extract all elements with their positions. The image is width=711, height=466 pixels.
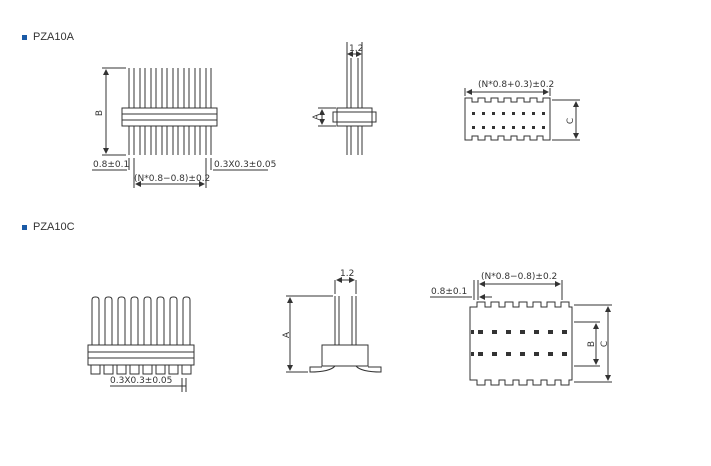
pza10a-end-housing bbox=[336, 107, 373, 127]
pza10a-dim-c: C bbox=[566, 118, 576, 124]
pza10a-dim-body-length: (N*0.8+0.3)±0.2 bbox=[478, 80, 554, 90]
pza10c-dim-pin-size: 0.3X0.3±0.05 bbox=[110, 376, 172, 386]
bullet-icon bbox=[22, 224, 27, 230]
pza10a-dim-a: A bbox=[312, 113, 322, 120]
bullet-icon bbox=[22, 34, 27, 40]
pza10a-top-view bbox=[464, 88, 580, 141]
section-title-pza10a: PZA10A bbox=[22, 31, 74, 43]
pza10c-side-housing bbox=[87, 344, 195, 366]
pza10c-dim-b: B bbox=[587, 341, 597, 347]
pza10a-dim-pitch-span: (N*0.8−0.8)±0.2 bbox=[134, 174, 210, 184]
pza10a-top-pin-grid bbox=[472, 112, 545, 129]
pza10c-dim-row-pitch: 1.2 bbox=[340, 269, 354, 279]
section-title-text: PZA10A bbox=[33, 31, 74, 43]
pza10c-top-view bbox=[430, 280, 612, 386]
section-title-pza10c: PZA10C bbox=[22, 221, 75, 233]
pza10a-dim-row-pitch: 1.2 bbox=[349, 44, 363, 54]
pza10a-dim-pitch: 0.8±0.1 bbox=[93, 160, 129, 170]
pza10c-side-pins bbox=[91, 296, 191, 345]
pza10c-dim-a: A bbox=[282, 331, 292, 338]
pza10c-dim-c: C bbox=[600, 341, 610, 347]
pza10a-side-housing bbox=[121, 107, 218, 127]
pza10c-top-pin-grid bbox=[471, 330, 567, 356]
pza10a-side-view bbox=[92, 67, 268, 188]
pza10a-dim-pin-size: 0.3X0.3±0.05 bbox=[214, 160, 276, 170]
section-title-text: PZA10C bbox=[33, 221, 75, 233]
pza10a-top-outline bbox=[464, 97, 551, 141]
pza10c-end-view bbox=[286, 277, 382, 373]
pza10a-dim-b: B bbox=[95, 110, 105, 116]
pza10c-top-outline bbox=[469, 301, 573, 386]
pza10c-dim-pitch: 0.8±0.1 bbox=[431, 287, 467, 297]
pza10c-side-view bbox=[87, 296, 195, 392]
pza10a-end-view bbox=[318, 42, 377, 155]
pza10c-side-feet bbox=[90, 364, 192, 375]
pza10c-dim-pitch-span: (N*0.8−0.8)±0.2 bbox=[481, 272, 557, 282]
pza10c-end-housing bbox=[321, 344, 369, 367]
